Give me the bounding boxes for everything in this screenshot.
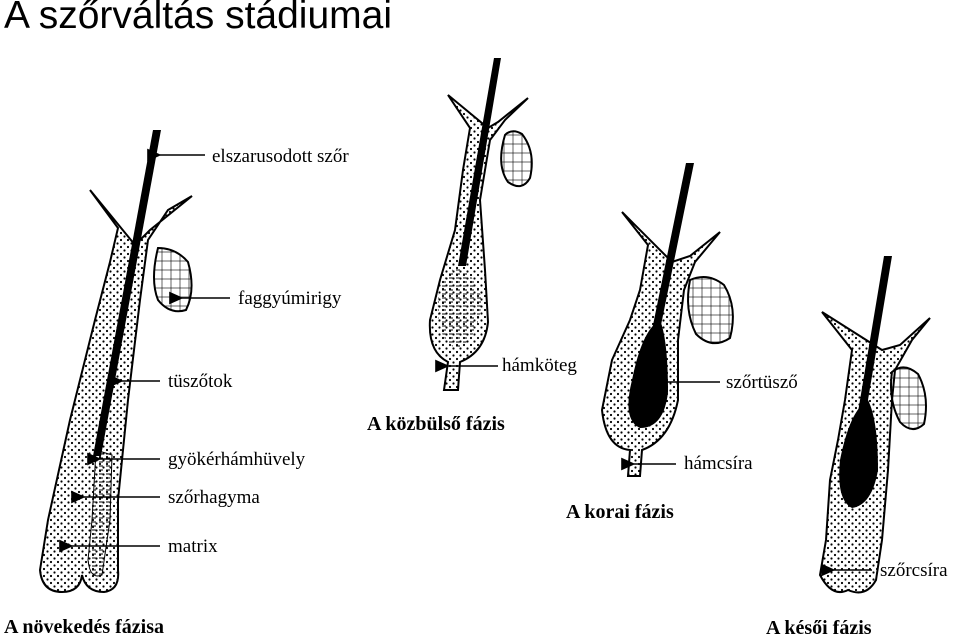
stage-early: A korai fázis (566, 501, 674, 523)
intermediate-phase-follicle (428, 58, 533, 391)
late-phase-follicle (818, 256, 931, 594)
label-hair-germ: szőrcsíra (880, 560, 948, 581)
sebaceous-gland-2 (500, 130, 533, 188)
growth-phase-follicle (38, 130, 193, 594)
stage-late: A késői fázis (766, 617, 872, 639)
stage-intermediate: A közbülső fázis (367, 413, 505, 435)
label-follicles: tüszőtok (168, 371, 233, 392)
label-matrix: matrix (168, 536, 218, 557)
label-epithelial-strand: hámköteg (502, 355, 577, 376)
label-sebaceous-gland: faggyúmirigy (238, 288, 342, 309)
hair-shaft-1 (93, 130, 161, 456)
label-root-sheath: gyökérhámhüvely (168, 449, 306, 470)
diagram-title: A szőrváltás stádiumai (4, 0, 393, 37)
early-phase-follicle (600, 163, 734, 477)
label-epithelial-germ: hámcsíra (684, 453, 753, 474)
label-keratinized-hair: elszarusodott szőr (212, 146, 349, 167)
sebaceous-gland-1 (153, 246, 193, 313)
stage-growth: A növekedés fázisa (4, 616, 164, 638)
sebaceous-gland-4 (890, 366, 927, 430)
sebaceous-gland-3 (687, 275, 734, 345)
label-hair-bulb: szőrhagyma (168, 487, 260, 508)
label-hair-follicle: szőrtüsző (726, 372, 798, 393)
hair-shaft-2 (458, 58, 501, 266)
hair-shaft-4 (858, 256, 892, 412)
hair-shaft-3 (652, 163, 694, 330)
